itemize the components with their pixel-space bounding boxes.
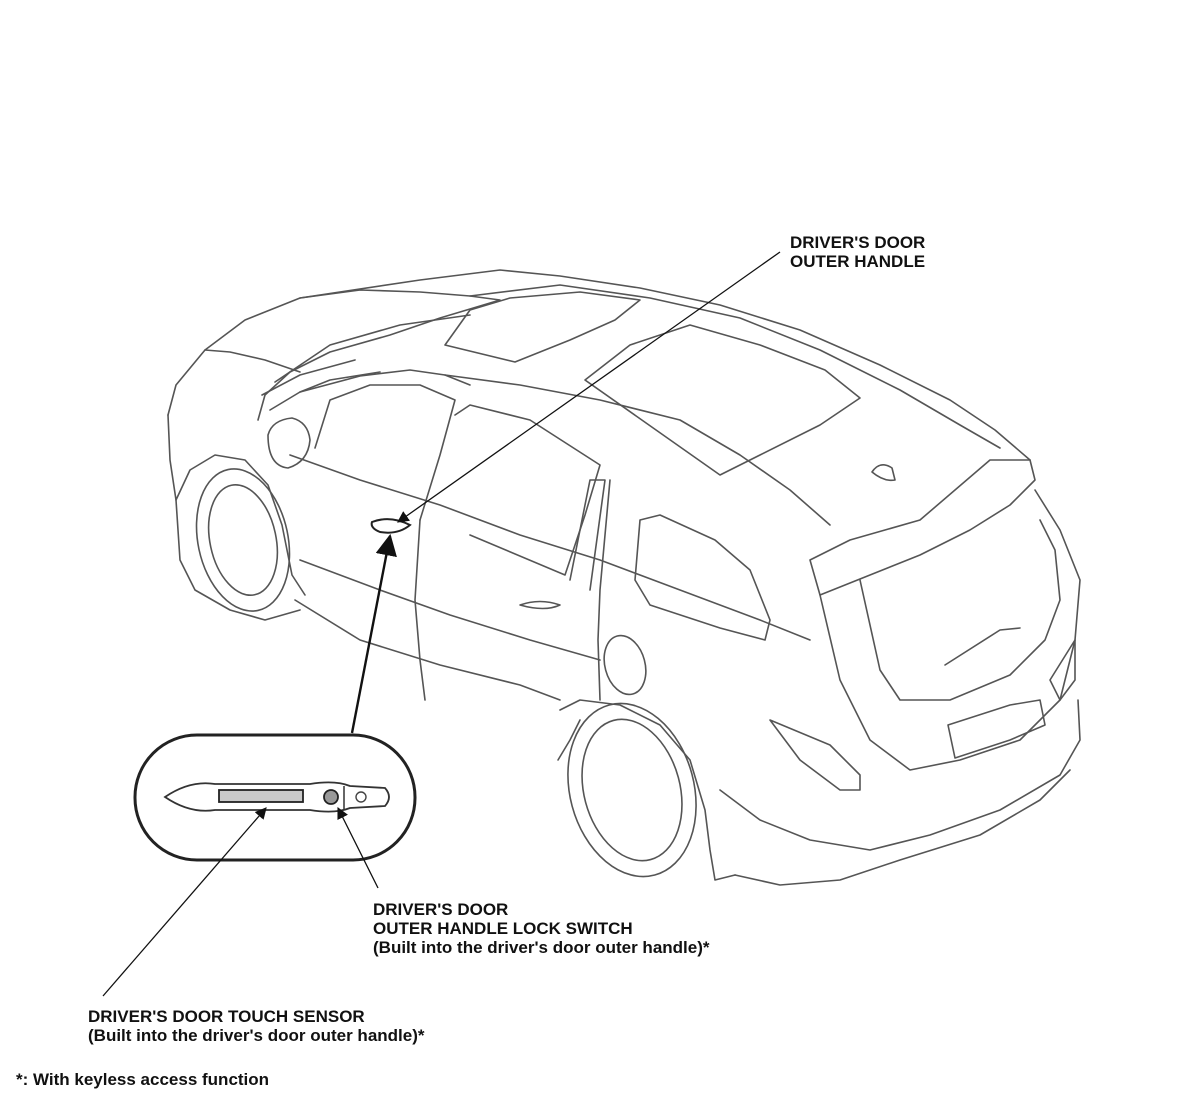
handle-detail-inset xyxy=(133,733,417,862)
leader-lock-switch xyxy=(337,806,379,889)
key-cylinder-icon xyxy=(355,791,367,803)
label-lock-switch: DRIVER'S DOOR OUTER HANDLE LOCK SWITCH (… xyxy=(373,900,710,957)
suv-illustration xyxy=(167,269,1081,886)
side-mirror xyxy=(267,417,311,469)
label-outer-handle-line1: DRIVER'S DOOR xyxy=(790,233,926,252)
rear-spoiler xyxy=(809,459,1036,596)
front-wheel xyxy=(195,468,291,612)
belt-line xyxy=(289,454,811,641)
footnote-text: *: With keyless access function xyxy=(16,1070,270,1089)
label-outer-handle: DRIVER'S DOOR OUTER HANDLE xyxy=(790,233,925,271)
license-plate xyxy=(947,699,1046,759)
touch-sensor-bar xyxy=(218,789,304,803)
sunroof-front xyxy=(444,291,641,363)
quarter-window xyxy=(634,514,771,641)
label-lock-switch-line3: (Built into the driver's door outer hand… xyxy=(373,938,710,957)
label-touch-sensor-line1: DRIVER'S DOOR TOUCH SENSOR xyxy=(88,1007,365,1026)
tailgate xyxy=(819,489,1081,771)
label-touch-sensor-line2: (Built into the driver's door outer hand… xyxy=(88,1026,425,1045)
inset-handle-body xyxy=(163,781,390,813)
rear-wheel xyxy=(567,702,697,878)
label-touch-sensor: DRIVER'S DOOR TOUCH SENSOR (Built into t… xyxy=(88,1007,425,1045)
label-lock-switch-line2: OUTER HANDLE LOCK SWITCH xyxy=(373,919,633,938)
leader-lines xyxy=(102,251,781,997)
leader-outer-handle xyxy=(397,251,781,523)
lock-switch-button xyxy=(323,789,339,805)
suv-front-fender xyxy=(167,414,306,596)
sunroof-rear xyxy=(584,324,861,476)
suv-hood xyxy=(167,289,501,421)
label-outer-handle-line2: OUTER HANDLE xyxy=(790,252,926,271)
door-outer-handle-on-car xyxy=(370,518,412,534)
footnote: *: With keyless access function xyxy=(16,1070,269,1089)
leader-inset-to-handle xyxy=(350,533,397,734)
suv-roof xyxy=(299,269,1031,461)
front-door-window xyxy=(314,384,456,521)
rear-door-window xyxy=(454,404,601,576)
leader-touch-sensor xyxy=(102,807,267,997)
label-lock-switch-line1: DRIVER'S DOOR xyxy=(373,900,509,919)
